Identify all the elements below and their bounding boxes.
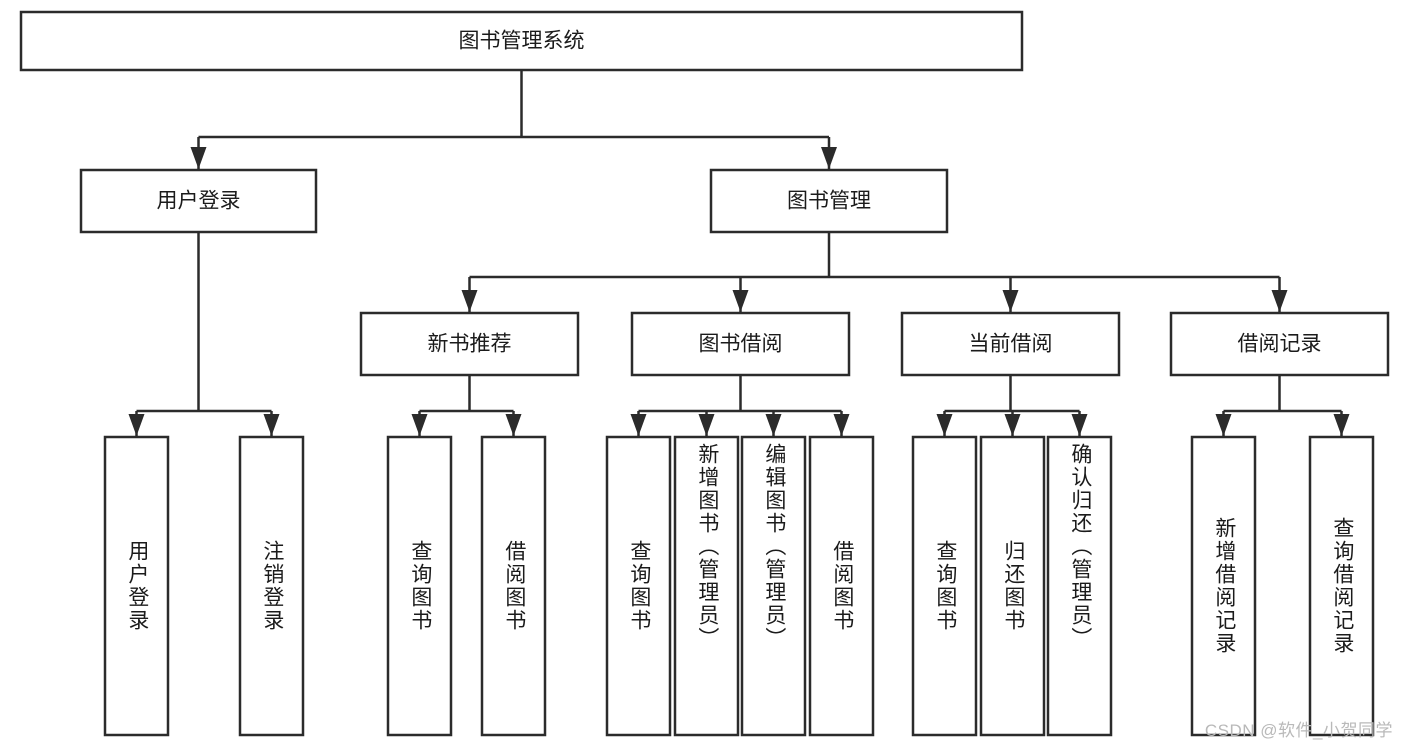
node-leaf-3[interactable] <box>480 435 547 737</box>
boxes-layer <box>19 10 1390 737</box>
node-图书管理系统-root-label: 图书管理系统 <box>459 30 585 53</box>
node-level2-1[interactable] <box>709 168 949 234</box>
arrow-head-icon <box>698 414 715 436</box>
node-leaf-10[interactable] <box>1046 435 1113 737</box>
node-level3-0-label: 新书推荐 <box>428 333 512 356</box>
node-level2-0[interactable] <box>79 168 318 234</box>
arrow-head-icon <box>765 414 782 436</box>
node-level3-0[interactable] <box>359 311 580 377</box>
node-leaf-9[interactable] <box>979 435 1046 737</box>
arrow-head-icon <box>505 414 522 436</box>
node-level2-0-label: 用户登录 <box>157 190 241 213</box>
node-leaf-8[interactable] <box>911 435 978 737</box>
node-level3-3-label: 借阅记录 <box>1238 333 1322 356</box>
node-leaf-4[interactable] <box>605 435 672 737</box>
node-level3-2[interactable] <box>900 311 1121 377</box>
arrow-head-icon <box>128 414 145 436</box>
node-leaf-1[interactable] <box>238 435 305 737</box>
arrow-head-icon <box>833 414 850 436</box>
node-level3-3[interactable] <box>1169 311 1390 377</box>
arrow-head-icon <box>1002 290 1019 312</box>
node-leaf-6[interactable] <box>740 435 807 737</box>
arrow-head-icon <box>732 290 749 312</box>
node-level3-1[interactable] <box>630 311 851 377</box>
node-leaf-11[interactable] <box>1190 435 1257 737</box>
node-leaf-12[interactable] <box>1308 435 1375 737</box>
arrow-head-icon <box>1215 414 1232 436</box>
arrow-head-icon <box>263 414 280 436</box>
arrow-head-icon <box>1271 290 1288 312</box>
node-leaf-7[interactable] <box>808 435 875 737</box>
arrow-head-icon <box>1071 414 1088 436</box>
node-图书管理系统-root[interactable] <box>19 10 1024 72</box>
arrow-head-icon <box>461 290 478 312</box>
arrow-head-icon <box>1004 414 1021 436</box>
node-level2-1-label: 图书管理 <box>787 190 871 213</box>
node-level3-1-label: 图书借阅 <box>699 333 783 356</box>
node-leaf-5[interactable] <box>673 435 740 737</box>
arrow-head-icon <box>936 414 953 436</box>
csdn-watermark: CSDN @软件_小贺同学 <box>1204 721 1393 740</box>
arrow-head-icon <box>821 147 837 169</box>
arrow-head-icon <box>630 414 647 436</box>
arrow-head-icon <box>190 147 207 169</box>
node-leaf-0[interactable] <box>103 435 170 737</box>
arrow-head-icon <box>411 414 428 436</box>
node-level3-2-label: 当前借阅 <box>969 333 1053 356</box>
connectors-layer <box>128 70 1350 436</box>
arrow-head-icon <box>1333 414 1350 436</box>
node-leaf-2[interactable] <box>386 435 453 737</box>
